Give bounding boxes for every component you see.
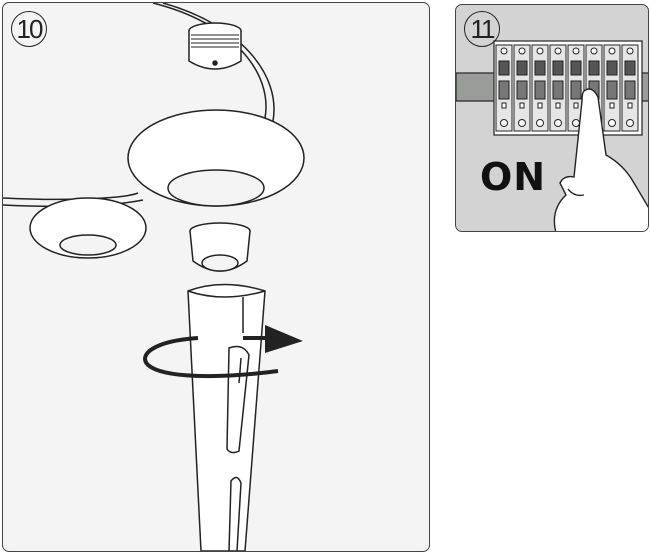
breakers	[495, 44, 639, 132]
step-10-panel: 10	[2, 2, 430, 552]
breaker-switch	[624, 60, 636, 76]
breaker-toggle	[498, 80, 510, 100]
breaker-indicator	[573, 102, 579, 109]
breaker-screw	[518, 47, 526, 55]
step-11-illustration	[456, 40, 648, 231]
on-label: ON	[480, 155, 547, 199]
breaker-switch	[498, 60, 510, 76]
breaker-indicator	[627, 102, 633, 109]
breaker-switch	[606, 60, 618, 76]
rotate-arrow-icon	[143, 325, 303, 379]
breaker-screw	[536, 47, 544, 55]
stake-tube	[187, 283, 266, 551]
top-connector	[188, 22, 242, 70]
breaker-indicator	[519, 102, 525, 109]
small-shade	[29, 197, 147, 259]
breaker-screw	[590, 47, 598, 55]
step-11-number: 11	[464, 11, 500, 47]
breaker-indicator	[537, 102, 543, 109]
step-11-panel: 11 ON	[455, 4, 649, 232]
breaker-switch	[570, 60, 582, 76]
breaker-screw	[500, 47, 508, 55]
breaker-switch	[516, 60, 528, 76]
breaker-toggle	[534, 80, 546, 100]
breaker-indicator	[555, 102, 561, 109]
breaker-screw	[572, 47, 580, 55]
step-10-number: 10	[11, 11, 47, 47]
breaker-toggle	[516, 80, 528, 100]
breaker-indicator	[609, 102, 615, 109]
socket-cap	[189, 222, 251, 272]
breaker-switch	[552, 60, 564, 76]
breaker-switch	[588, 60, 600, 76]
breaker-toggle	[606, 80, 618, 100]
lamp-arm	[152, 3, 267, 119]
breaker-screw	[554, 47, 562, 55]
breaker-screw	[518, 119, 526, 127]
breaker-screw	[608, 47, 616, 55]
breaker-toggle	[570, 80, 582, 100]
breaker-indicator	[501, 102, 507, 109]
pointing-hand-icon	[553, 88, 648, 231]
step-10-illustration	[3, 3, 305, 551]
breaker-screw	[500, 119, 508, 127]
breaker-screw	[626, 47, 634, 55]
breaker-toggle	[552, 80, 564, 100]
breaker-screw	[572, 119, 580, 127]
large-shade	[127, 109, 305, 207]
breaker-switch	[534, 60, 546, 76]
breaker-screw	[554, 119, 562, 127]
breaker-screw	[626, 119, 634, 127]
breaker-screw	[608, 119, 616, 127]
breaker-screw	[536, 119, 544, 127]
breaker-toggle	[624, 80, 636, 100]
